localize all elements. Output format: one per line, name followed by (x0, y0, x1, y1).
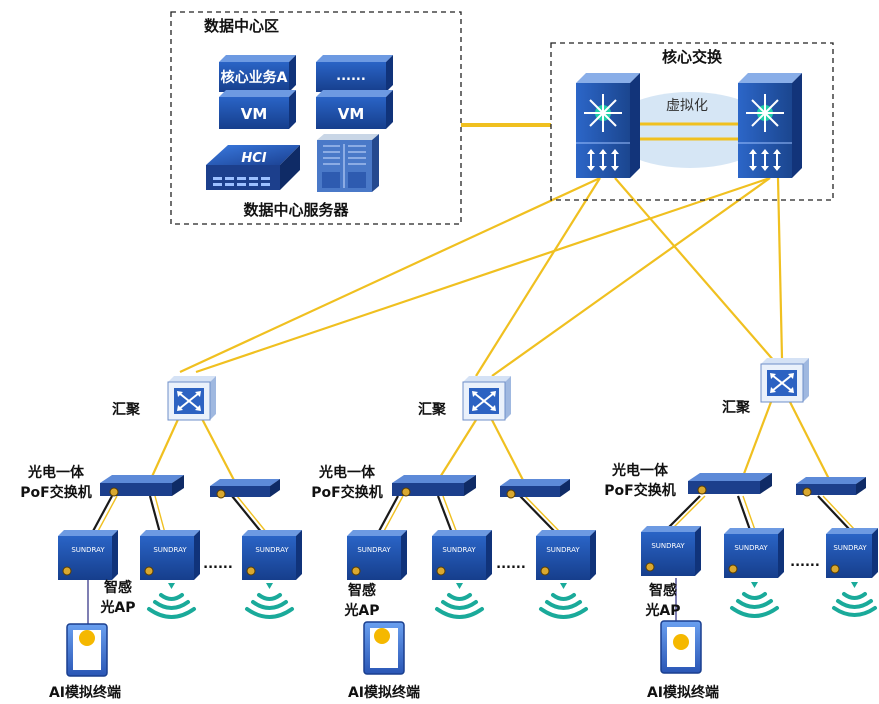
virtualization-label: 虚拟化 (666, 98, 708, 114)
ap-device (140, 530, 200, 580)
more-aps-dots: ...... (203, 557, 233, 572)
core-switching-title: 核心交换 (662, 48, 723, 66)
virtualization-halo (608, 92, 772, 168)
ap-device (58, 530, 118, 580)
ap-device (826, 528, 878, 578)
aggregation-switch (167, 376, 216, 421)
wifi-signal-icon (147, 583, 196, 619)
ap-brand-label: SUNDRAY (651, 542, 685, 550)
access-group-1: SUNDRAY SUNDRAY SUNDRAY ...... (58, 475, 302, 677)
ai-terminal-device (660, 620, 702, 674)
smart-ap-label: 智感 光AP (344, 583, 380, 619)
rack-server (317, 134, 379, 192)
access-group-3: SUNDRAY SUNDRAY SUNDRAY ...... (641, 473, 878, 674)
pof-switch-label: 光电一体 PoF交换机 (311, 465, 383, 501)
ap-device (724, 528, 784, 578)
ai-terminal-label: AI模拟终端 (646, 685, 720, 701)
core-agg-link (776, 177, 784, 359)
aggregation-switch (462, 376, 511, 421)
pof-switch (500, 479, 570, 499)
datacenter-zone: 数据中心区 核心业务A VM ...... VM HCI 数据中心服务器 (170, 11, 462, 225)
datacenter-title: 数据中心区 (204, 17, 279, 35)
ai-terminal-label: AI模拟终端 (48, 685, 122, 701)
core-switch-right (738, 73, 802, 178)
ap-device (347, 530, 407, 580)
ap-brand-label: SUNDRAY (734, 544, 768, 552)
core-agg-link (179, 177, 601, 373)
smart-ap-label: 智感 光AP (100, 580, 136, 616)
business-service-label: 核心业务A (221, 69, 288, 86)
ap-device (641, 526, 701, 576)
smart-ap-label: 智感 光AP (645, 583, 681, 619)
core-switching-zone: 核心交换 虚拟化 (550, 42, 834, 201)
uplinks (148, 123, 831, 485)
wifi-signal-icon (832, 582, 877, 617)
placeholder-service-block (316, 55, 393, 92)
vm-block (219, 90, 296, 129)
aggregation-label: 汇聚 (112, 402, 141, 418)
ap-device (432, 530, 492, 580)
ai-terminal-label: AI模拟终端 (347, 685, 421, 701)
hci-label: HCI (241, 151, 266, 166)
ai-terminal-device (66, 623, 108, 677)
vm-label: VM (241, 105, 268, 123)
ap-brand-label: SUNDRAY (71, 546, 105, 554)
vm-label: VM (338, 105, 365, 123)
ap-brand-label: SUNDRAY (442, 546, 476, 554)
pof-switch (688, 473, 772, 495)
core-agg-link (195, 176, 771, 374)
pof-switch (100, 475, 184, 497)
placeholder-service-label: ...... (336, 69, 366, 84)
pof-switch-label: 光电一体 PoF交换机 (604, 463, 676, 499)
wifi-signal-icon (435, 583, 484, 619)
more-aps-dots: ...... (496, 557, 526, 572)
pof-switch (392, 475, 476, 497)
ap-brand-label: SUNDRAY (255, 546, 289, 554)
pof-switch (210, 479, 280, 499)
more-aps-dots: ...... (790, 555, 820, 570)
vm-block (316, 90, 393, 129)
pof-switch-label: 光电一体 PoF交换机 (20, 465, 92, 501)
ap-brand-label: SUNDRAY (833, 544, 867, 552)
business-service-block (219, 55, 296, 92)
ai-terminal-device (363, 621, 405, 675)
datacenter-server-label: 数据中心服务器 (243, 201, 349, 219)
aggregation-label: 汇聚 (418, 402, 447, 418)
aggregation-label: 汇聚 (722, 400, 751, 416)
ap-device (242, 530, 302, 580)
aggregation-switch (760, 358, 809, 403)
core-agg-link (491, 177, 771, 377)
wifi-signal-icon (730, 582, 779, 618)
pof-switch (796, 477, 866, 497)
access-group-2: SUNDRAY SUNDRAY SUNDRAY ...... (347, 475, 596, 675)
core-switch-left (576, 73, 640, 178)
ap-brand-label: SUNDRAY (546, 546, 580, 554)
ap-device (536, 530, 596, 580)
core-agg-link (614, 177, 776, 363)
ap-brand-label: SUNDRAY (153, 546, 187, 554)
wifi-signal-icon (539, 583, 588, 619)
hci-server (206, 145, 300, 190)
ap-brand-label: SUNDRAY (357, 546, 391, 554)
wifi-signal-icon (245, 583, 294, 619)
core-agg-link (475, 177, 601, 377)
